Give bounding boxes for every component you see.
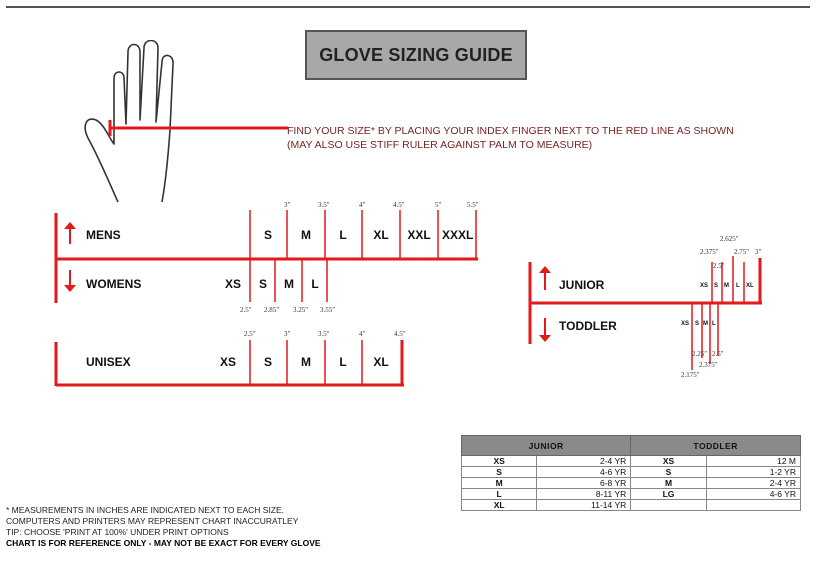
junior-label: JUNIOR bbox=[559, 278, 605, 292]
footnotes: * MEASUREMENTS IN INCHES ARE INDICATED N… bbox=[6, 505, 321, 549]
womens-measure: 3.55" bbox=[320, 306, 336, 314]
unisex-size-m: M bbox=[301, 355, 311, 369]
arrow-up-icon bbox=[539, 266, 551, 290]
top-rule bbox=[6, 6, 810, 8]
junior-measure: 2.75" bbox=[734, 248, 750, 256]
instruction-line-2: (MAY ALSO USE STIFF RULER AGAINST PALM T… bbox=[287, 139, 593, 151]
mens-measure: 5.5" bbox=[467, 201, 479, 209]
toddler-age-cell: 12 M bbox=[705, 455, 802, 467]
note-line-3: TIP: CHOOSE 'PRINT AT 100%' UNDER PRINT … bbox=[6, 527, 229, 537]
unisex-measure: 3" bbox=[284, 330, 291, 338]
page-title: GLOVE SIZING GUIDE bbox=[305, 30, 527, 80]
table-row: L 8-11 YR LG 4-6 YR bbox=[460, 488, 802, 500]
toddler-size-l: L bbox=[712, 321, 716, 327]
junior-measure: 2.5" bbox=[713, 262, 725, 270]
red-guide-line bbox=[108, 120, 288, 136]
womens-size-l: L bbox=[311, 277, 319, 291]
junior-size-cell: S bbox=[460, 466, 538, 478]
junior-size-cell: XS bbox=[460, 455, 538, 467]
unisex-size-s: S bbox=[263, 355, 272, 369]
womens-size-xs: XS bbox=[224, 277, 241, 291]
junior-size-xl: XL bbox=[746, 283, 754, 289]
table-row: M 6-8 YR M 2-4 YR bbox=[460, 477, 802, 489]
junior-age-cell: 2-4 YR bbox=[536, 455, 632, 467]
toddler-size-m: M bbox=[703, 321, 708, 327]
instructions: FIND YOUR SIZE* BY PLACING YOUR INDEX FI… bbox=[287, 124, 734, 152]
note-line-1: * MEASUREMENTS IN INCHES ARE INDICATED N… bbox=[6, 505, 285, 515]
toddler-age-cell bbox=[705, 499, 802, 511]
junior-measure: 2.375" bbox=[700, 248, 719, 256]
womens-size-s: S bbox=[258, 277, 267, 291]
toddler-age-cell: 1-2 YR bbox=[705, 466, 802, 478]
mens-size-m: M bbox=[301, 228, 311, 242]
womens-label: WOMENS bbox=[86, 277, 142, 291]
unisex-label: UNISEX bbox=[86, 355, 131, 369]
mens-measure: 5" bbox=[435, 201, 442, 209]
toddler-size-s: S bbox=[695, 321, 700, 327]
toddler-size-cell: LG bbox=[630, 488, 707, 500]
arrow-down-icon bbox=[539, 318, 551, 342]
mens-size-xxxl: XXXL bbox=[442, 228, 474, 242]
mens-measure: 4.5" bbox=[393, 201, 405, 209]
table-row: XL 11-14 YR bbox=[460, 499, 802, 511]
mens-size-l: L bbox=[339, 228, 347, 242]
toddler-size-cell: S bbox=[630, 466, 707, 478]
womens-measure: 2.5" bbox=[240, 306, 252, 314]
toddler-measure: 2.375" bbox=[699, 361, 718, 369]
toddler-measure: 2.5" bbox=[712, 350, 724, 358]
note-line-2: COMPUTERS AND PRINTERS MAY REPRESENT CHA… bbox=[6, 516, 299, 526]
mens-size-xl: XL bbox=[373, 228, 389, 242]
unisex-size-xs: XS bbox=[219, 355, 236, 369]
junior-size-cell: M bbox=[460, 477, 538, 489]
mens-measure: 4" bbox=[359, 201, 366, 209]
toddler-label: TODDLER bbox=[559, 319, 617, 333]
arrow-up-icon bbox=[64, 222, 76, 244]
junior-size-xs: XS bbox=[700, 283, 709, 289]
note-line-4: CHART IS FOR REFERENCE ONLY - MAY NOT BE… bbox=[6, 538, 321, 548]
mens-size-s: S bbox=[263, 228, 272, 242]
junior-age-cell: 4-6 YR bbox=[536, 466, 632, 478]
toddler-age-cell: 4-6 YR bbox=[705, 488, 802, 500]
toddler-age-cell: 2-4 YR bbox=[705, 477, 802, 489]
unisex-size-l: L bbox=[339, 355, 347, 369]
age-size-table: JUNIOR TODDLER XS 2-4 YR XS 12 M S 4-6 Y… bbox=[460, 435, 802, 511]
junior-age-cell: 6-8 YR bbox=[536, 477, 632, 489]
unisex-measure: 4.5" bbox=[394, 330, 406, 338]
junior-size-m: M bbox=[724, 283, 729, 289]
toddler-measure: 2.25" bbox=[692, 350, 708, 358]
junior-size-cell: L bbox=[460, 488, 538, 500]
junior-measure: 3" bbox=[755, 248, 762, 256]
instruction-line-1: FIND YOUR SIZE* BY PLACING YOUR INDEX FI… bbox=[287, 125, 734, 137]
hand-icon bbox=[84, 40, 174, 203]
toddler-measure: 2.175" bbox=[681, 371, 700, 379]
toddler-size-xs: XS bbox=[681, 321, 690, 327]
junior-size-cell: XL bbox=[460, 499, 538, 511]
womens-size-m: M bbox=[284, 277, 294, 291]
table-header-toddler: TODDLER bbox=[630, 435, 801, 456]
womens-measure: 3.25" bbox=[293, 306, 309, 314]
table-header-junior: JUNIOR bbox=[460, 435, 632, 456]
unisex-size-xl: XL bbox=[373, 355, 389, 369]
toddler-size-cell bbox=[630, 499, 707, 511]
mens-measure: 3" bbox=[284, 201, 291, 209]
junior-size-s: S bbox=[714, 283, 719, 289]
mens-label: MENS bbox=[86, 228, 121, 242]
junior-age-cell: 8-11 YR bbox=[536, 488, 632, 500]
womens-measure: 2.85" bbox=[264, 306, 280, 314]
junior-measure: 2.625" bbox=[720, 235, 739, 243]
mens-measure: 3.5" bbox=[318, 201, 330, 209]
junior-age-cell: 11-14 YR bbox=[536, 499, 632, 511]
unisex-measure: 3.5" bbox=[318, 330, 330, 338]
arrow-down-icon bbox=[64, 270, 76, 292]
toddler-size-cell: M bbox=[630, 477, 707, 489]
table-row: XS 2-4 YR XS 12 M bbox=[460, 455, 802, 467]
toddler-size-cell: XS bbox=[630, 455, 707, 467]
junior-size-l: L bbox=[736, 283, 740, 289]
unisex-measure: 2.5" bbox=[244, 330, 256, 338]
mens-size-xxl: XXL bbox=[407, 228, 431, 242]
table-row: S 4-6 YR S 1-2 YR bbox=[460, 466, 802, 478]
unisex-measure: 4" bbox=[359, 330, 366, 338]
